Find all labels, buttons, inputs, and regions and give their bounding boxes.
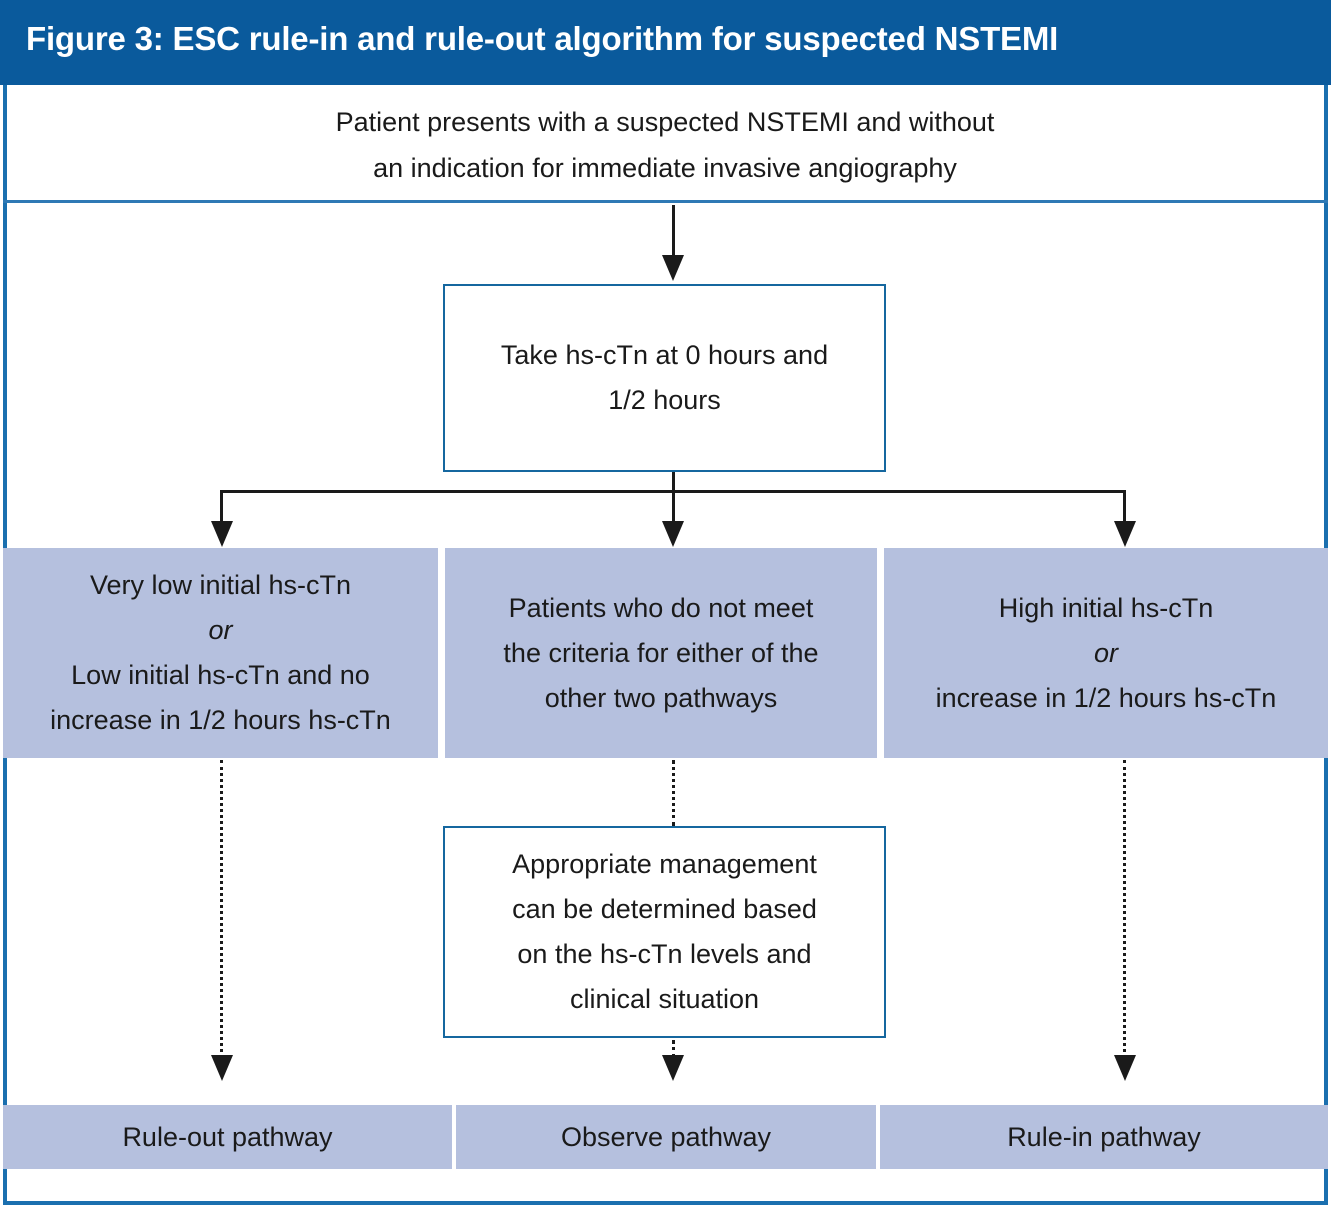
test-box-line-1: Take hs-cTn at 0 hours and xyxy=(500,340,829,370)
arrow-intro-to-test-stem xyxy=(672,205,675,267)
intro-line-2: an indication for immediate invasive ang… xyxy=(373,153,957,183)
branch-drop-right xyxy=(1123,490,1126,532)
header-divider-line xyxy=(3,200,1328,203)
dotted-connector-middle-lower xyxy=(672,1040,675,1058)
outcome-observe-label: Observe pathway xyxy=(560,1121,772,1152)
test-box: Take hs-cTn at 0 hours and 1/2 hours xyxy=(443,284,886,472)
outcome-box-rule-in: Rule-in pathway xyxy=(880,1105,1328,1169)
management-line-3: on the hs-cTn levels and xyxy=(517,939,812,969)
outcome-rule-out-label: Rule-out pathway xyxy=(122,1121,333,1152)
outcome-box-rule-out: Rule-out pathway xyxy=(3,1105,452,1169)
intro-text: Patient presents with a suspected NSTEMI… xyxy=(180,99,1150,191)
branch-rule-out-connector: or xyxy=(208,615,233,645)
dotted-arrow-middle-head xyxy=(662,1055,684,1081)
dotted-connector-middle-upper xyxy=(672,760,675,826)
branch-bus-stem xyxy=(672,472,675,491)
branch-observe-line-1: Patients who do not meet xyxy=(508,592,814,623)
branch-box-rule-in: High initial hs-cTn or increase in 1/2 h… xyxy=(884,548,1328,758)
intro-line-1: Patient presents with a suspected NSTEMI… xyxy=(335,107,995,137)
branch-observe-line-3: other two pathways xyxy=(544,682,778,713)
branch-rule-in-line-1: High initial hs-cTn xyxy=(998,592,1214,623)
management-line-2: can be determined based xyxy=(512,894,817,924)
dotted-arrow-right-head xyxy=(1114,1055,1136,1081)
branch-box-rule-out: Very low initial hs-cTn or Low initial h… xyxy=(3,548,438,758)
branch-drop-middle xyxy=(672,490,675,532)
branch-rule-out-line-1: Very low initial hs-cTn xyxy=(89,570,352,600)
branch-arrow-right-head xyxy=(1114,521,1136,547)
management-box: Appropriate management can be determined… xyxy=(443,826,886,1038)
dotted-arrow-left-head xyxy=(211,1055,233,1081)
frame-bottom-border xyxy=(3,1201,1328,1205)
branch-rule-in-line-2: increase in 1/2 hours hs-cTn xyxy=(935,682,1277,713)
management-line-1: Appropriate management xyxy=(512,849,817,879)
management-line-4: clinical situation xyxy=(569,984,760,1014)
dotted-connector-left xyxy=(220,760,223,1058)
branch-observe-line-2: the criteria for either of the xyxy=(503,637,819,668)
branch-arrow-middle-head xyxy=(662,521,684,547)
branch-rule-in-connector: or xyxy=(1093,637,1118,668)
figure-header-bar xyxy=(0,0,1331,85)
outcome-box-observe: Observe pathway xyxy=(456,1105,876,1169)
outcome-rule-in-label: Rule-in pathway xyxy=(1007,1121,1201,1152)
arrow-intro-to-test-head xyxy=(662,255,684,281)
dotted-connector-right xyxy=(1123,760,1126,1058)
branch-rule-out-line-3: increase in 1/2 hours hs-cTn xyxy=(50,705,391,735)
branch-drop-left xyxy=(220,490,223,532)
branch-rule-out-line-2: Low initial hs-cTn and no xyxy=(71,660,370,690)
branch-arrow-left-head xyxy=(211,521,233,547)
branch-box-observe: Patients who do not meet the criteria fo… xyxy=(445,548,877,758)
figure-title: Figure 3: ESC rule-in and rule-out algor… xyxy=(26,20,1059,57)
test-box-line-2: 1/2 hours xyxy=(608,385,721,415)
